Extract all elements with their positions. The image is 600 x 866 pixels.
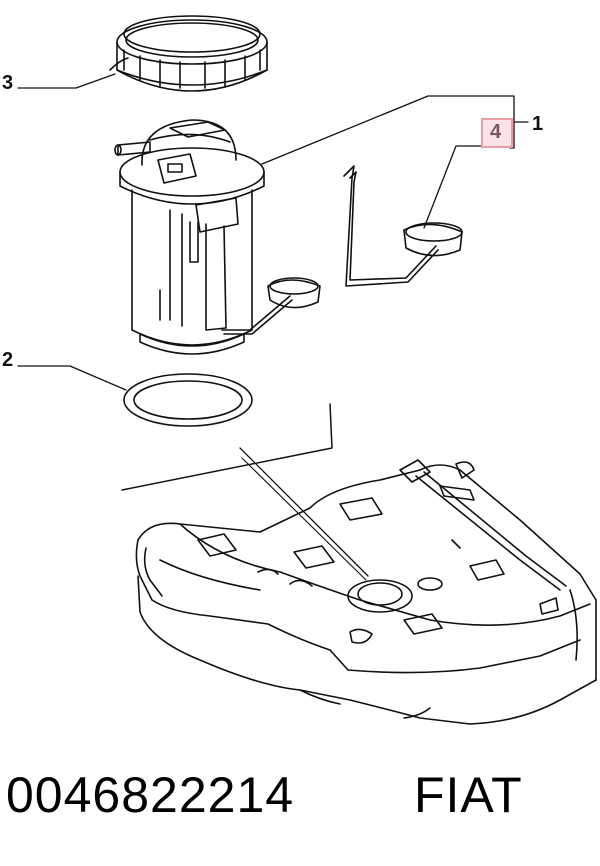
seal-ring-part xyxy=(123,373,253,427)
brand-name: FIAT xyxy=(414,767,523,823)
insertion-guide-line xyxy=(239,447,369,577)
callout-1-label: 1 xyxy=(532,113,544,135)
callout-4-label: 4 xyxy=(490,121,502,143)
callout-2-label: 2 xyxy=(2,349,14,371)
lock-ring-part xyxy=(109,15,268,92)
leader-line-4 xyxy=(423,145,483,229)
leader-line-3 xyxy=(17,73,116,89)
fuel-tank xyxy=(135,459,597,725)
callout-4-highlight xyxy=(481,118,513,148)
exploded-parts-diagram xyxy=(17,15,597,725)
leader-line-2 xyxy=(17,365,127,391)
footer: 0046822214 FIAT xyxy=(0,758,600,858)
part-number: 0046822214 xyxy=(6,767,295,823)
section-cut-line xyxy=(121,403,333,491)
float-arm-part xyxy=(343,165,463,287)
leader-line-1 xyxy=(261,95,529,165)
fuel-pump-module xyxy=(114,119,321,355)
callout-3-label: 3 xyxy=(2,72,14,94)
